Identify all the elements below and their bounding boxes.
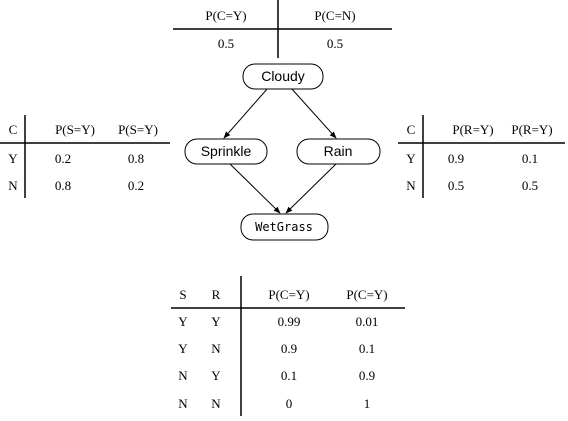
table-cell: Y xyxy=(178,314,188,329)
table-cell: 0.99 xyxy=(278,314,301,329)
header-cell: P(C=N) xyxy=(314,8,355,23)
edge-sprinkle-wetgrass xyxy=(229,163,281,214)
table-cell: 0.2 xyxy=(128,178,144,193)
edge-cloudy-rain xyxy=(290,87,337,139)
table-cell: Y xyxy=(8,151,18,166)
table-cell: N xyxy=(211,341,221,356)
table-cell: Y xyxy=(178,341,188,356)
header-cell: R xyxy=(212,287,221,302)
table-cell: N xyxy=(178,368,188,383)
table-cell: 0.01 xyxy=(356,314,379,329)
table-cell: Y xyxy=(406,151,416,166)
table-cell: 0.5 xyxy=(522,178,538,193)
header-cell: P(R=Y) xyxy=(511,122,552,137)
table-cell: 0.9 xyxy=(281,341,297,356)
node-sprinkle: Sprinkle xyxy=(184,138,268,165)
value-cell: 0.5 xyxy=(218,36,234,51)
table-cell: 0.5 xyxy=(448,178,464,193)
node-rain: Rain xyxy=(296,138,381,165)
header-cell: P(C=Y) xyxy=(346,287,387,302)
table-cell: 0.8 xyxy=(55,178,71,193)
table-cell: 0.9 xyxy=(359,368,375,383)
wetgrass-cpt-table: S R P(C=Y) P(C=Y) Y Y 0.99 0.01 Y N 0.9 … xyxy=(171,276,405,416)
table-cell: 0.2 xyxy=(55,151,71,166)
header-cell: P(S=Y) xyxy=(55,122,95,137)
table-cell: 1 xyxy=(364,396,371,411)
node-label: Sprinkle xyxy=(201,143,252,159)
sprinkle-cpt-table: C P(S=Y) P(S=Y) Y 0.2 0.8 N 0.8 0.2 xyxy=(0,115,170,198)
edge-cloudy-sprinkle xyxy=(223,87,269,139)
network-edges xyxy=(223,87,337,214)
table-cell: Y xyxy=(211,368,221,383)
value-cell: 0.5 xyxy=(327,36,343,51)
header-cell: C xyxy=(407,122,416,137)
table-cell: Y xyxy=(211,314,221,329)
node-label: Rain xyxy=(324,143,353,159)
table-cell: 0.1 xyxy=(359,341,375,356)
rain-cpt-table: C P(R=Y) P(R=Y) Y 0.9 0.1 N 0.5 0.5 xyxy=(398,115,565,198)
header-cell: P(R=Y) xyxy=(452,122,493,137)
table-cell: 0.8 xyxy=(128,151,144,166)
table-cell: N xyxy=(178,396,188,411)
table-cell: N xyxy=(406,178,416,193)
table-cell: N xyxy=(8,178,18,193)
header-cell: S xyxy=(179,287,186,302)
table-cell: 0.1 xyxy=(281,368,297,383)
header-cell: C xyxy=(9,122,18,137)
node-cloudy: Cloudy xyxy=(242,63,324,90)
header-cell: P(C=Y) xyxy=(205,8,246,23)
node-label: WetGrass xyxy=(255,220,313,234)
table-cell: N xyxy=(211,396,221,411)
table-cell: 0.1 xyxy=(522,151,538,166)
table-cell: 0 xyxy=(286,396,293,411)
node-wetgrass: WetGrass xyxy=(240,213,329,241)
header-cell: P(C=Y) xyxy=(268,287,309,302)
cloudy-prior-table: P(C=Y) P(C=N) 0.5 0.5 xyxy=(173,0,392,58)
table-cell: 0.9 xyxy=(448,151,464,166)
node-label: Cloudy xyxy=(261,68,305,84)
header-cell: P(S=Y) xyxy=(118,122,158,137)
edge-rain-wetgrass xyxy=(285,163,337,214)
